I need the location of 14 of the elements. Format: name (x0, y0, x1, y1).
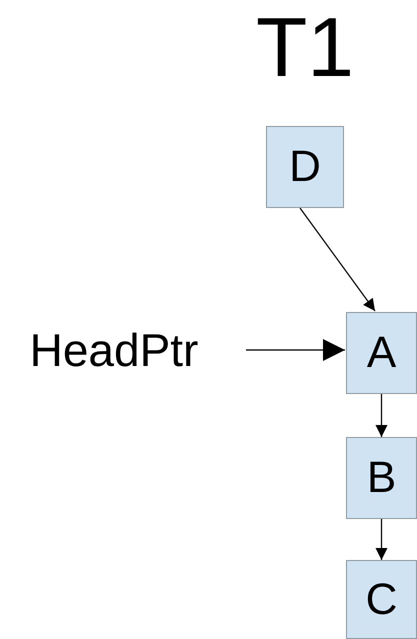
node-box (346, 312, 417, 394)
pointer-label: HeadPtr (30, 323, 198, 377)
arrow (300, 208, 376, 312)
node-label: B (366, 453, 396, 503)
node-box (266, 126, 344, 208)
title: T1 (254, 2, 356, 92)
arrow (376, 519, 388, 560)
node-label: D (289, 142, 321, 192)
node-label: C (366, 574, 398, 624)
node-box (346, 437, 417, 519)
node-label: A (366, 328, 396, 378)
arrow (376, 394, 388, 437)
arrow (246, 339, 345, 361)
node-box (346, 560, 417, 639)
